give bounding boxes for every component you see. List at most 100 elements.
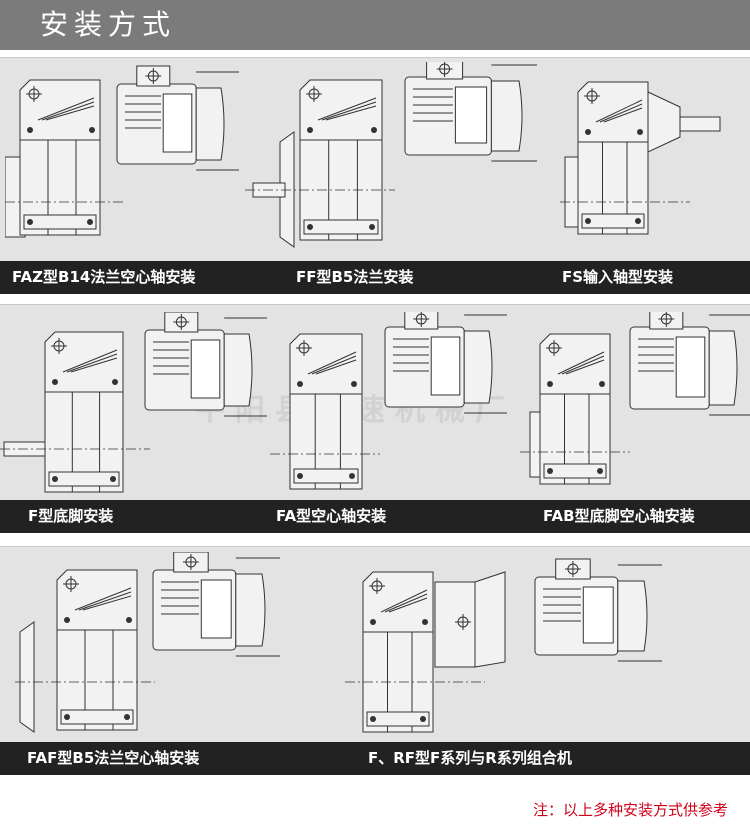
diagram-fa (270, 312, 510, 497)
base-strip (23, 214, 97, 230)
motor-panel (190, 339, 221, 399)
caption-combo: F、RF型F系列与R系列组合机 (368, 749, 572, 767)
gear-motor-drawing (5, 65, 239, 238)
diagram-faz (5, 62, 245, 257)
bolt-mark (637, 129, 643, 135)
base-strip (366, 711, 430, 727)
input-adapter (647, 91, 681, 153)
motor-panel (675, 336, 706, 398)
bolt-mark (27, 219, 33, 225)
bolt-mark (585, 218, 591, 224)
motor-endcap (223, 333, 253, 407)
housing-rib (599, 103, 643, 123)
motor-panel (162, 93, 193, 153)
base-strip (303, 219, 379, 235)
flange (279, 131, 295, 248)
gear-motor-drawing (15, 552, 280, 733)
gearbox-upper (56, 569, 138, 631)
motor-endcap (463, 330, 493, 404)
panel-row-2 (0, 304, 750, 501)
bolt-mark (349, 473, 355, 479)
gearbox-upper (299, 79, 383, 141)
output-shaft (679, 116, 721, 132)
bolt-mark (52, 379, 58, 385)
bolt-mark (297, 473, 303, 479)
bolt-mark (307, 224, 313, 230)
housing-rib (45, 105, 95, 121)
page-title: 安装方式 (40, 8, 177, 41)
housing-rib (70, 357, 118, 373)
bolt-mark (52, 476, 58, 482)
housing-rib (307, 351, 357, 375)
caption-fa: FA型空心轴安装 (276, 507, 387, 525)
housing-rib (561, 355, 605, 375)
motor-panel (582, 586, 614, 644)
housing-rib (565, 359, 605, 375)
bolt-mark (547, 381, 553, 387)
motor-panel (454, 86, 488, 144)
bolt-mark (64, 617, 70, 623)
bolt-mark (370, 716, 376, 722)
motor-endcap (195, 87, 225, 161)
bolt-mark (110, 476, 116, 482)
diagram-faf (15, 552, 285, 737)
caption-ff: FF型B5法兰安装 (296, 268, 414, 286)
housing-rib (325, 105, 377, 121)
diagram-f (0, 312, 270, 497)
caption-fs: FS输入轴型安装 (562, 268, 674, 286)
motor-endcap (708, 330, 738, 406)
intermediate-reducer (434, 581, 476, 668)
housing-rib (595, 99, 643, 123)
bolt-mark (126, 617, 132, 623)
bolt-mark (87, 219, 93, 225)
housing-rib (311, 355, 357, 375)
bolt-mark (635, 218, 641, 224)
gear-motor-drawing (270, 312, 507, 490)
bolt-mark (27, 127, 33, 133)
bolt-mark (599, 381, 605, 387)
housing-rib (41, 101, 95, 121)
gear-motor-drawing (560, 81, 721, 235)
caption-bar-row-2 (0, 500, 750, 533)
housing-rib (388, 597, 428, 613)
motor-panel (200, 579, 232, 639)
bolt-mark (420, 716, 426, 722)
caption-bar-row-3 (0, 742, 750, 775)
caption-bar-row-1 (0, 261, 750, 294)
housing-rib (82, 595, 132, 611)
diagram-fab (520, 312, 750, 497)
reducer-adapter (474, 571, 506, 668)
housing-rib (37, 97, 95, 121)
diagram-ff (245, 62, 545, 257)
bolt-mark (124, 714, 130, 720)
motor-endcap (235, 573, 266, 647)
housing-rib (321, 101, 377, 121)
bolt-mark (370, 619, 376, 625)
gear-motor-drawing (245, 62, 537, 248)
base-strip (293, 468, 359, 484)
housing-rib (78, 591, 132, 611)
base-strip (581, 213, 645, 229)
bolt-mark (307, 127, 313, 133)
housing-rib (380, 589, 428, 613)
caption-faz: FAZ型B14法兰空心轴安装 (12, 268, 196, 286)
flange (19, 621, 35, 733)
housing-rib (317, 97, 377, 121)
gearbox-upper (289, 333, 363, 395)
gear-motor-drawing (520, 312, 750, 485)
gearbox-upper (539, 333, 611, 395)
motor-endcap (617, 580, 648, 652)
base-strip (60, 709, 134, 725)
housing-rib (315, 359, 357, 375)
housing-rib (74, 587, 132, 611)
housing-rib (557, 351, 605, 375)
housing-rib (62, 349, 118, 373)
bolt-mark (351, 381, 357, 387)
motor-endcap (490, 80, 523, 152)
bolt-mark (369, 224, 375, 230)
gearbox-upper (44, 331, 124, 393)
base-strip (543, 463, 607, 479)
housing-rib (384, 593, 428, 613)
diagram-fs (560, 62, 740, 257)
housing-rib (66, 353, 118, 373)
